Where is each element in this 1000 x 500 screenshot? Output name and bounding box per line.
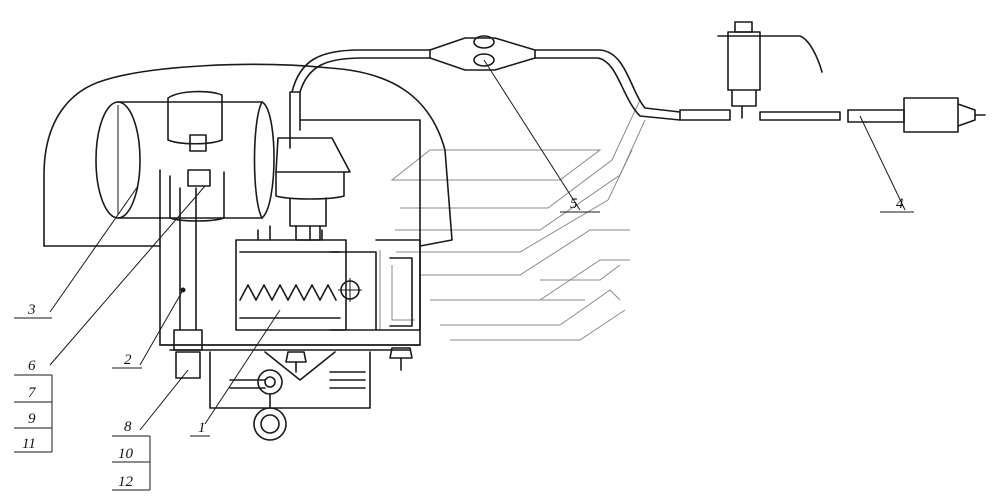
callout-11: 11 bbox=[22, 436, 36, 452]
callout-8: 8 bbox=[124, 419, 132, 435]
callout-labels: 3 6 7 9 11 2 8 10 12 1 5 4 bbox=[22, 196, 904, 490]
callout-12: 12 bbox=[118, 474, 134, 490]
callout-2: 2 bbox=[124, 352, 132, 368]
mounting-nuts bbox=[285, 347, 413, 373]
valve-head bbox=[275, 91, 351, 241]
cable bbox=[291, 21, 986, 133]
callout-5: 5 bbox=[570, 196, 578, 212]
callout-9: 9 bbox=[28, 411, 36, 427]
callout-1: 1 bbox=[198, 420, 206, 436]
callout-underlines bbox=[14, 211, 914, 491]
callout-4: 4 bbox=[896, 196, 904, 212]
callout-7: 7 bbox=[28, 385, 37, 401]
cylinder-part-3 bbox=[95, 90, 275, 222]
callout-3: 3 bbox=[27, 302, 36, 318]
bolt-assembly bbox=[173, 134, 211, 379]
watermark-logo bbox=[379, 99, 646, 341]
leader-lines bbox=[49, 59, 906, 431]
background-contour bbox=[43, 63, 453, 247]
callout-10: 10 bbox=[118, 446, 134, 462]
callout-6: 6 bbox=[28, 358, 36, 374]
main-housing bbox=[159, 119, 421, 409]
lifting-eye bbox=[253, 369, 287, 441]
